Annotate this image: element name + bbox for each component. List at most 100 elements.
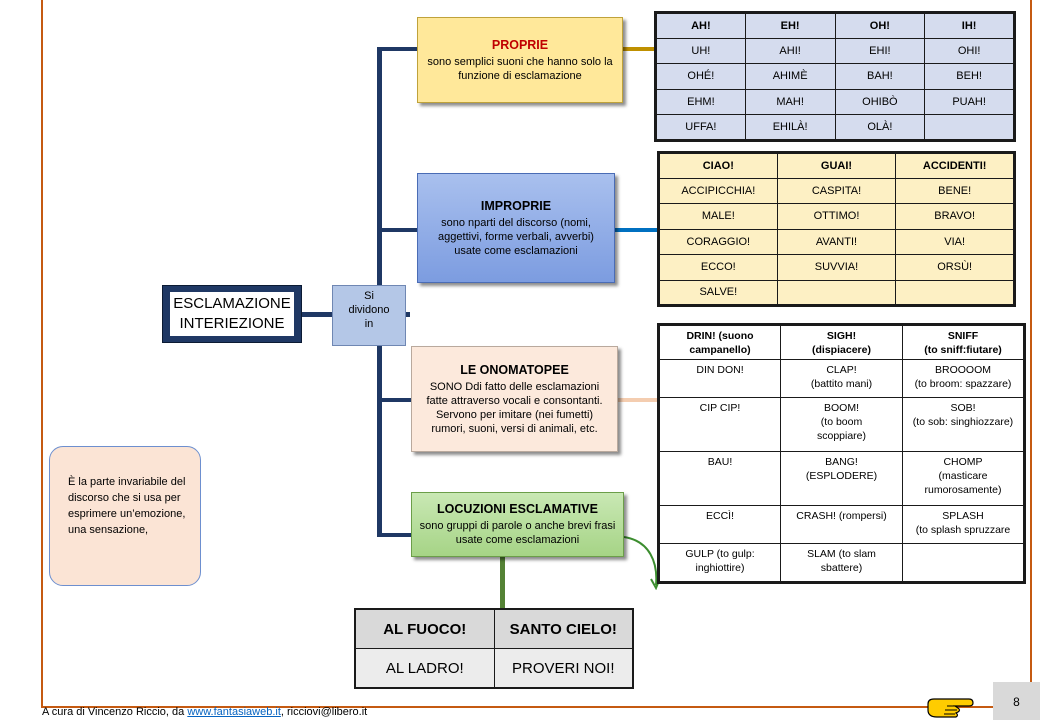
table-header-cell: OH! [834,12,926,39]
table-cell: SOB!(to sob: singhiozzare) [902,397,1025,453]
si-dividono-line1: Si [364,290,374,302]
table-row: UFFA!EHILÀ!OLÀ! [655,114,1015,141]
si-dividono-box: Si dividono in [332,285,406,346]
table-cell: PROVERI NOI! [493,648,634,689]
table-row: DIN DON!CLAP!(battito mani)BROOOOM(to br… [658,359,1025,399]
connector-branch-proprie [377,47,417,51]
table-cell: DIN DON! [658,359,781,399]
table-header-cell: SANTO CIELO! [493,608,634,649]
table-cell [895,279,1015,306]
table-cell: EHM! [655,88,746,116]
improprie-description: sono nparti del discorso (nomi, aggettiv… [438,216,594,257]
table-cell: OHÉ! [655,63,746,90]
table-cell: BENE! [895,177,1015,204]
definition-text: È la parte invariabile del discorso che … [68,476,186,536]
pointing-hand-icon[interactable] [925,695,975,720]
onomatopee-title: LE ONOMATOPEE [460,362,569,377]
table-cell: CRASH! (rompersi) [780,505,903,545]
onomatopee-box: LE ONOMATOPEE SONO Ddi fatto delle escla… [411,346,618,452]
table-cell: AHI! [744,37,836,65]
table-cell: EHI! [834,37,926,65]
footer-prefix: A cura di Vincenzo Riccio, da [42,706,188,718]
footer-suffix: , ricciovi@libero.it [280,706,368,718]
table-cell: SUVVIA! [776,254,897,281]
table-cell: ECCÌ! [658,505,781,545]
table-header-cell: SIGH!(dispiacere) [780,323,903,361]
improprie-title: IMPROPRIE [480,198,552,213]
table-cell: CIP CIP! [658,397,781,453]
table-cell: OHI! [924,37,1015,65]
table-cell: AHIMÈ [744,63,836,90]
table-header-cell: IH! [924,12,1015,39]
table-cell: AL LADRO! [354,648,495,689]
table-cell: AVANTI! [776,228,897,255]
table-row: ACCIPICCHIA!CASPITA!BENE! [658,177,1015,204]
table-cell: BAH! [834,63,926,90]
slide-frame [41,0,1032,708]
footer-link[interactable]: www.fantasiaweb.it [187,706,281,718]
proprie-title: PROPRIE [491,37,549,52]
table-cell: BRAVO! [895,203,1015,230]
table-cell: CLAP!(battito mani) [780,359,903,399]
onomatopee-description: SONO Ddi fatto delle esclamazioni fatte … [426,380,603,435]
table-cell: SALVE! [658,279,778,306]
connector-improprie-table [615,228,657,232]
table-cell: CORAGGIO! [658,228,778,255]
table-cell: GULP (to gulp:inghiottire) [658,543,781,583]
table-row: UH!AHI!EHI!OHI! [655,37,1015,65]
central-topic-line1: ESCLAMAZIONE [173,295,291,312]
table-cell: PUAH! [924,88,1015,116]
table-cell: BANG!(ESPLODERE) [780,451,903,507]
table-cell: ECCO! [658,254,778,281]
table-cell: MAH! [744,88,836,116]
table-cell: UFFA! [655,114,746,141]
table-header-cell: GUAI! [776,152,897,179]
footer-credit: A cura di Vincenzo Riccio, da www.fantas… [42,706,367,718]
table-row: ECCO!SUVVIA!ORSÙ! [658,254,1015,281]
connector-branch-improprie [377,228,417,232]
table-cell: BEH! [924,63,1015,90]
table-cell: UH! [655,37,746,65]
table-cell [776,279,897,306]
connector-locuzioni-down [500,557,505,608]
page-number: 8 [993,682,1040,720]
table-cell: ORSÙ! [895,254,1015,281]
proprie-box: PROPRIE sono semplici suoni che hanno so… [417,17,623,103]
connector-branch-locuzioni [377,533,411,537]
table-header-cell: EH! [744,12,836,39]
table-cell: BAU! [658,451,781,507]
table-row: MALE!OTTIMO!BRAVO! [658,203,1015,230]
improprie-table: CIAO!GUAI!ACCIDENTI!ACCIPICCHIA!CASPITA!… [657,151,1016,307]
table-cell: VIA! [895,228,1015,255]
si-dividono-line3: in [364,318,374,330]
table-header-cell: SNIFF(to sniff:fiutare) [902,323,1025,361]
connector-proprie-table [623,47,654,51]
table-row: ECCÌ!CRASH! (rompersi)SPLASH(to splash s… [658,505,1025,545]
table-cell: SPLASH(to splash spruzzare [902,505,1025,545]
table-cell: OLÀ! [834,114,926,141]
table-cell: CASPITA! [776,177,897,204]
table-header-cell: AL FUOCO! [354,608,495,649]
central-topic-line2: INTERIEZIONE [179,315,285,332]
table-header-cell: ACCIDENTI! [895,152,1015,179]
table-cell [902,543,1025,583]
central-topic-box: ESCLAMAZIONE INTERIEZIONE [162,285,302,343]
locuzioni-title: LOCUZIONI ESCLAMATIVE [437,502,598,516]
table-header-cell: CIAO! [658,152,778,179]
table-cell: MALE! [658,203,778,230]
table-header-cell: AH! [655,12,746,39]
table-cell: OHIBÒ [834,88,926,116]
connector-onomatopee-table [618,398,657,402]
improprie-box: IMPROPRIE sono nparti del discorso (nomi… [417,173,615,283]
connector-center-to-sid [302,312,332,317]
proprie-description: sono semplici suoni che hanno solo la fu… [427,55,613,82]
